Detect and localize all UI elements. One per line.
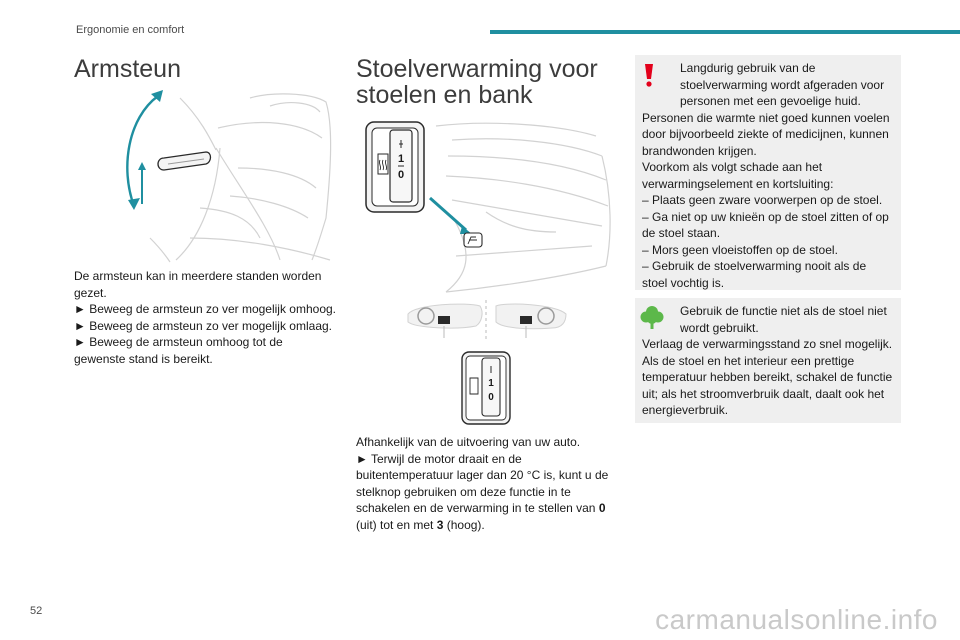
armsteun-intro: De armsteun kan in meerdere standen word… xyxy=(74,269,322,300)
warning-item: – Gebruik de stoelverwarming nooit als d… xyxy=(642,259,867,290)
armrest-shape xyxy=(157,151,212,171)
eco-line: Als de stoel en het interieur een pretti… xyxy=(642,353,893,418)
tree-icon xyxy=(640,306,664,329)
knob-small-label-0: 0 xyxy=(488,392,494,403)
eco-line: Gebruik de functie niet als de stoel nie… xyxy=(680,304,887,335)
warning-line: Personen die warmte niet goed kunnen voe… xyxy=(642,110,890,158)
seat-heating-knob-small: 1 0 xyxy=(461,351,511,425)
step-text: ► Terwijl de motor draait en de buitente… xyxy=(356,451,609,516)
eco-content: Gebruik de functie niet als de stoel nie… xyxy=(642,303,894,419)
value-off: 0 xyxy=(598,501,606,515)
stoelverwarming-title: Stoelverwarming voor stoelen en bank xyxy=(356,55,598,109)
pointer-line xyxy=(429,196,467,232)
step-text: (uit) tot en met xyxy=(356,517,437,532)
armrest-illustration xyxy=(126,90,332,263)
warning-item: – Mors geen vloeistoffen op de stoel. xyxy=(642,242,838,257)
warning-item: – Plaats geen zware voorwerpen op de sto… xyxy=(642,193,883,207)
warning-content: Langdurig gebruik van de stoelverwarming… xyxy=(642,60,894,291)
stoelverwarming-intro: Afhankelijk van de uitvoering van uw aut… xyxy=(356,435,581,449)
armsteun-step: ► Beweeg de armsteun zo ver mogelijk omh… xyxy=(74,302,337,316)
stoelverwarming-text: Afhankelijk van de uitvoering van uw aut… xyxy=(356,434,618,533)
value-high: 3 xyxy=(436,517,444,532)
seat-heating-illustration: 1 0 1 0 xyxy=(365,121,611,425)
knob-label-0: 0 xyxy=(398,169,404,181)
eco-line: Verlaag de verwarmingsstand zo snel moge… xyxy=(642,337,893,351)
eco-box: Gebruik de functie niet als de stoel nie… xyxy=(635,298,901,423)
rotation-arc xyxy=(126,95,159,207)
seat-heating-knob-large: 1 0 xyxy=(365,121,425,213)
warning-line: Voorkom als volgt schade aan het verwarm… xyxy=(642,160,834,191)
warning-line: Langdurig gebruik van de stoelverwarming… xyxy=(680,61,885,108)
armsteun-step: ► Beweeg de armsteun zo ver mogelijk oml… xyxy=(74,318,332,333)
warning-item: – Ga niet op uw knieën op de stoel zitte… xyxy=(642,209,889,241)
armsteun-text: De armsteun kan in meerdere standen word… xyxy=(74,268,336,367)
watermark: carmanualsonline.info xyxy=(655,604,938,635)
step-text: (hoog). xyxy=(443,517,485,532)
armsteun-step: ► Beweeg de armsteun omhoog tot de gewen… xyxy=(74,335,283,366)
section-header: Ergonomie en comfort xyxy=(76,24,185,36)
knob-small-label-1: 1 xyxy=(488,378,494,389)
warning-box: Langdurig gebruik van de stoelverwarming… xyxy=(635,55,901,290)
stoelverwarming-step: ► Terwijl de motor draait en de buitente… xyxy=(356,451,618,534)
exclamation-icon xyxy=(645,64,653,87)
page-number: 52 xyxy=(30,605,43,617)
armsteun-title: Armsteun xyxy=(74,55,181,83)
header-accent-bar xyxy=(490,30,960,34)
dashboard-controls xyxy=(407,300,567,342)
knob-label-1: 1 xyxy=(398,153,404,165)
